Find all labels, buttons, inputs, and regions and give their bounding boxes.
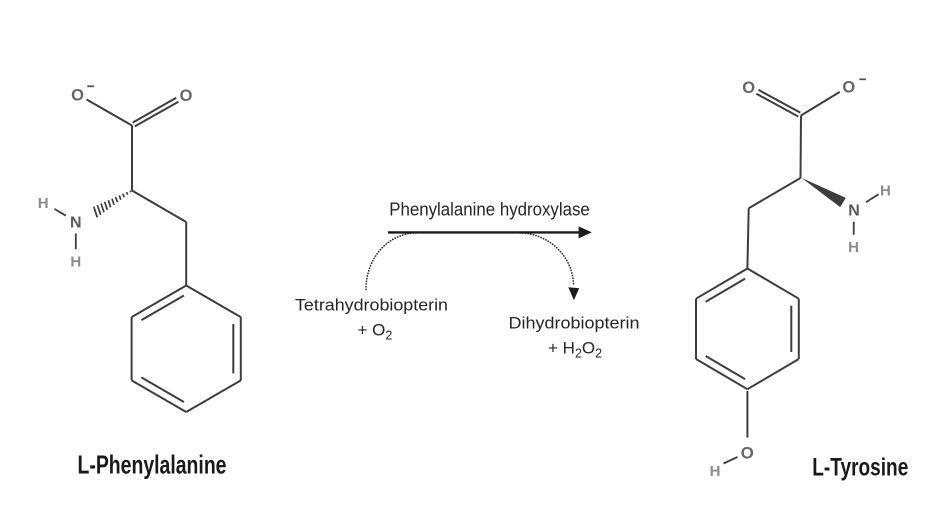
svg-text:L-Phenylalanine: L-Phenylalanine — [78, 450, 227, 480]
svg-text:Dihydrobiopterin: Dihydrobiopterin — [509, 313, 640, 332]
svg-text:Tetrahydrobiopterin: Tetrahydrobiopterin — [295, 295, 448, 314]
svg-text:+ H2O2: + H2O2 — [548, 339, 602, 361]
svg-text:L-Tyrosine: L-Tyrosine — [812, 453, 908, 481]
svg-text:N: N — [848, 203, 860, 220]
svg-text:O: O — [742, 79, 755, 97]
svg-text:H: H — [880, 182, 891, 199]
svg-text:+ O2: + O2 — [358, 320, 393, 342]
svg-text:O: O — [842, 78, 855, 96]
svg-text:H: H — [70, 254, 81, 271]
svg-text:O: O — [741, 443, 754, 462]
svg-text:H: H — [38, 195, 49, 212]
svg-text:H: H — [848, 239, 859, 256]
svg-text:O: O — [180, 87, 193, 105]
svg-text:N: N — [70, 215, 82, 232]
svg-text:O: O — [71, 86, 84, 104]
svg-text:Phenylalanine hydroxylase: Phenylalanine hydroxylase — [389, 198, 590, 219]
svg-text:H: H — [710, 463, 721, 480]
